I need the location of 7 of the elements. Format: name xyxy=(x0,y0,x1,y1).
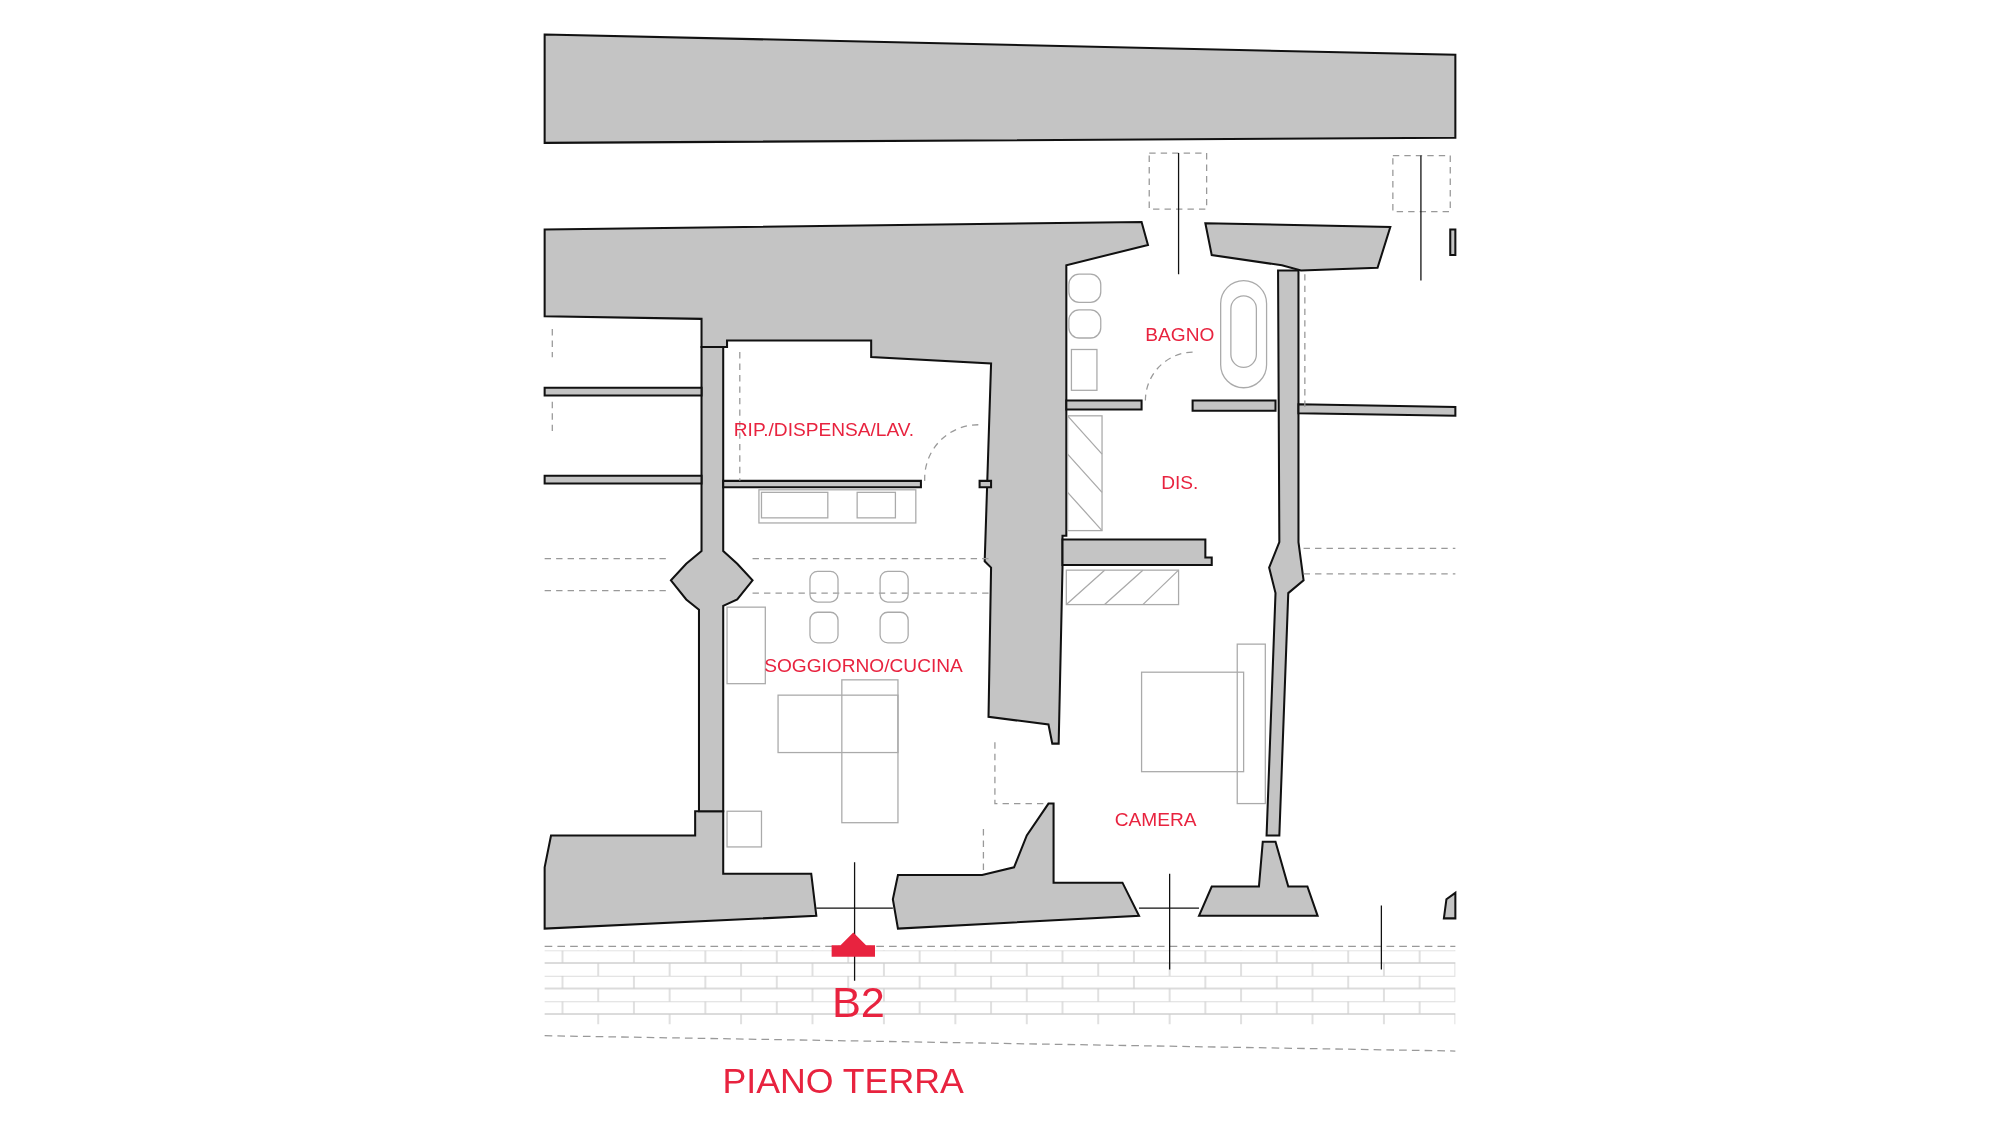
floor-title: PIANO TERRA xyxy=(722,1063,964,1100)
room-label: DIS. xyxy=(1161,473,1199,493)
section-marker-label: B2 xyxy=(831,980,885,1025)
room-label: RIP./DISPENSA/LAV. xyxy=(733,420,915,440)
room-label: SOGGIORNO/CUCINA xyxy=(764,656,963,676)
room-label: CAMERA xyxy=(1114,810,1197,830)
room-label: BAGNO xyxy=(1145,325,1215,345)
